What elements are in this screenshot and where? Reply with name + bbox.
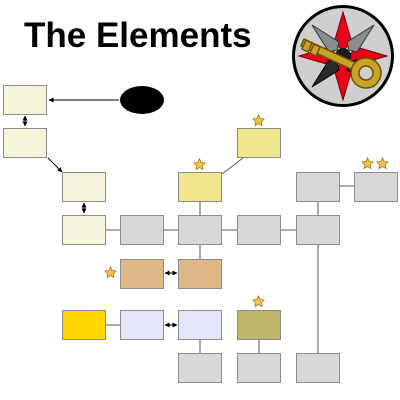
node-grey-right-b[interactable]: [354, 172, 398, 202]
node-grey-right-a[interactable]: [296, 172, 340, 202]
node-cream-1[interactable]: [3, 85, 47, 115]
node-lavender-a[interactable]: [120, 310, 164, 340]
node-tan-b[interactable]: [178, 259, 222, 289]
node-tan-a[interactable]: [120, 259, 164, 289]
star-icon: [252, 114, 265, 127]
node-cream-2[interactable]: [3, 128, 47, 158]
start-node: [120, 86, 164, 114]
node-cream-4[interactable]: [62, 215, 106, 245]
node-grey-bottom-c[interactable]: [296, 353, 340, 383]
node-grey-bottom-b[interactable]: [237, 353, 281, 383]
node-grey-row3-b[interactable]: [178, 215, 222, 245]
node-gold[interactable]: [62, 310, 106, 340]
star-icon: [376, 157, 389, 170]
page-title: The Elements: [24, 16, 252, 55]
star-icon: [361, 157, 374, 170]
node-grey-bottom-a[interactable]: [178, 353, 222, 383]
star-icon: [193, 158, 206, 171]
star-icon: [252, 295, 265, 308]
node-olive[interactable]: [237, 310, 281, 340]
node-lavender-b[interactable]: [178, 310, 222, 340]
node-grey-row3-d[interactable]: [296, 215, 340, 245]
star-icon: [104, 266, 117, 279]
node-yellow-mid[interactable]: [178, 172, 222, 202]
node-grey-row3-a[interactable]: [120, 215, 164, 245]
node-yellow-top[interactable]: [237, 128, 281, 158]
key-emblem-icon: [292, 5, 394, 107]
node-grey-row3-c[interactable]: [237, 215, 281, 245]
node-cream-3[interactable]: [62, 172, 106, 202]
